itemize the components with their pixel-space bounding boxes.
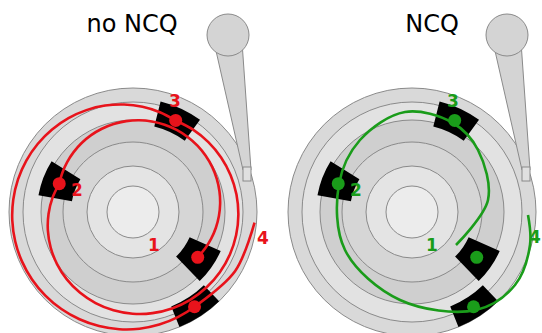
sector-dot [191,251,204,264]
data-sector [455,237,500,281]
head-path [337,111,531,311]
platter-ring [288,88,536,333]
callout-number: 3 [169,93,181,110]
callout-number: 2 [71,182,83,199]
actuator-arm [207,14,251,181]
callout-number: 1 [426,237,438,254]
platter-ring [366,166,458,258]
sector-dot [188,300,201,313]
sector-dot [467,300,480,313]
platter-ring [41,120,225,304]
sector-dot [169,114,182,127]
platter-ring [23,102,243,322]
sector-dot [470,251,483,264]
disk [288,88,536,333]
callout-number: 1 [148,237,160,254]
callout-number: 4 [529,229,541,246]
platter-ring [9,88,257,333]
sector-dot [448,114,461,127]
sector-dot [332,177,345,190]
disk [9,88,257,333]
data-sector [176,237,221,281]
callout-number: 3 [447,93,459,110]
head-path [12,104,254,329]
callout-number: 4 [257,230,269,247]
heading: NCQ [405,12,459,36]
heading: no NCQ [86,12,177,36]
platter-ring [302,102,522,322]
platter-ring [87,166,179,258]
platter-ring [386,186,438,238]
actuator-arm [486,14,530,181]
sector-dot [53,177,66,190]
platter-ring [107,186,159,238]
callout-number: 2 [350,182,362,199]
